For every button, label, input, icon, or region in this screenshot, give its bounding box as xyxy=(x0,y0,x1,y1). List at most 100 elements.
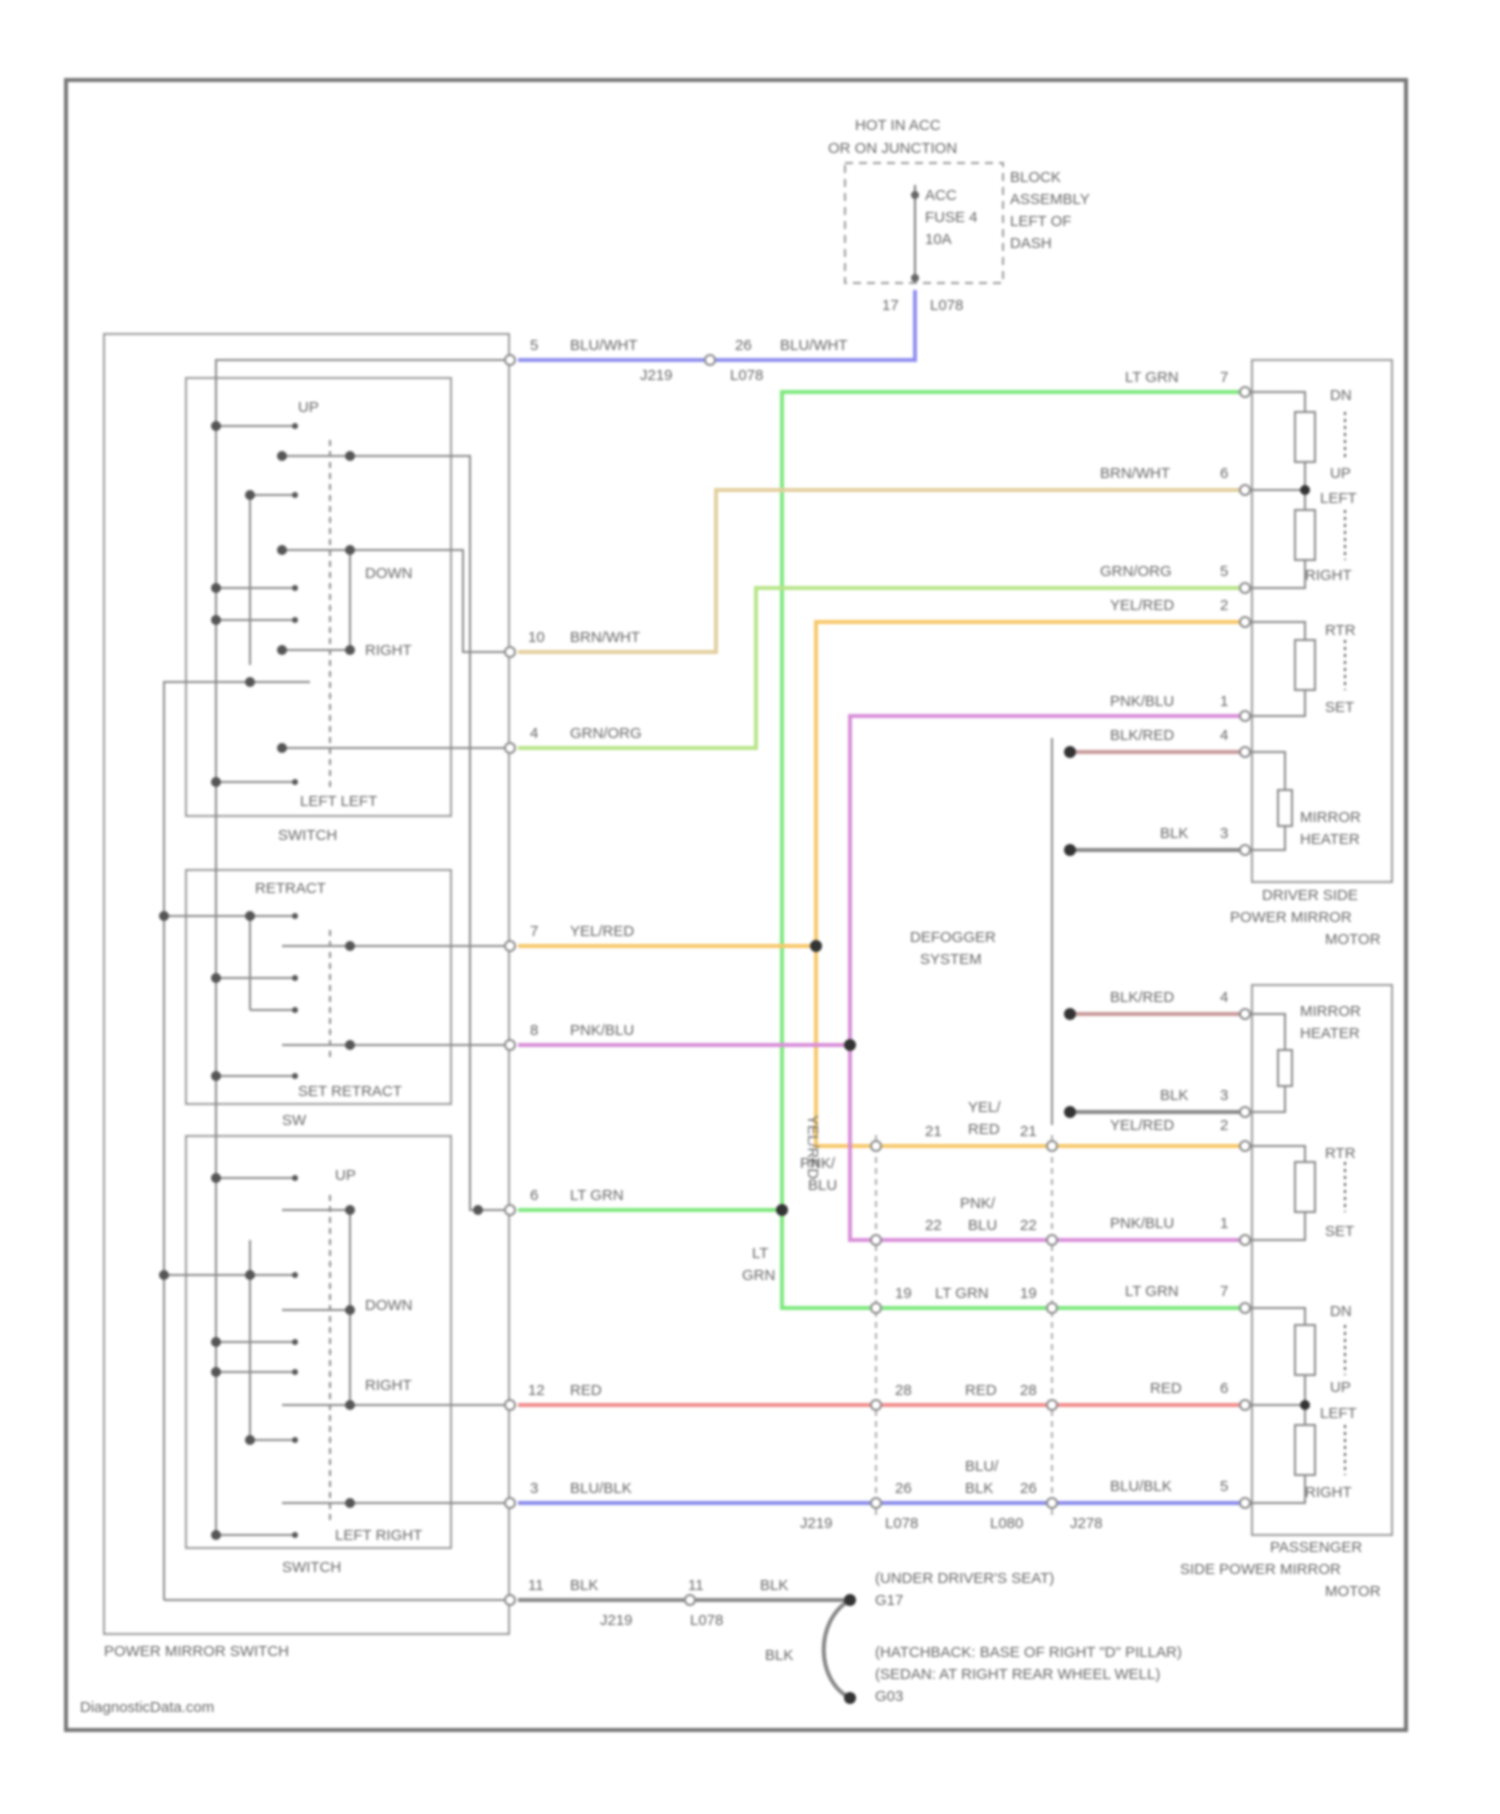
pin-m-yel-r: 21 xyxy=(1020,1123,1037,1140)
wire-label-lt-grn-vert-1: LT xyxy=(752,1245,768,1262)
fuse-label-1: ACC xyxy=(925,187,957,204)
wire-label-blu-blk-r2: BLU/BLK xyxy=(1110,1478,1172,1495)
pin-p-yel: 2 xyxy=(1220,1117,1228,1134)
pass-motor-label-3: MOTOR xyxy=(1325,1583,1381,1600)
driver-heater-label-1: MIRROR xyxy=(1300,809,1361,826)
pin-d-ltg: 7 xyxy=(1220,369,1228,386)
wire-label-pnk-mid-2: BLU xyxy=(968,1217,997,1234)
wire-label-lt-grn-top: LT GRN xyxy=(1125,369,1179,386)
block-label-2: ASSEMBLY xyxy=(1010,191,1090,208)
passenger-side-motor: MIRROR HEATER RTR SET DN UP LEFT RIGHT P… xyxy=(1180,985,1392,1600)
wire-label-pnk-blu-r2: PNK/BLU xyxy=(1110,1215,1174,1232)
wire-label-yel-mid-1: YEL/ xyxy=(968,1099,1001,1116)
block-label-4: DASH xyxy=(1010,235,1052,252)
pin-m-pnk-r: 22 xyxy=(1020,1217,1037,1234)
conn-l078-b: L078 xyxy=(885,1515,918,1532)
pin-d-pnk: 1 xyxy=(1220,693,1228,710)
pass-motor-label-2: SIDE POWER MIRROR xyxy=(1180,1561,1341,1578)
conn-j278: J278 xyxy=(1070,1515,1103,1532)
driver-heater-label-2: HEATER xyxy=(1300,831,1360,848)
wire-label-blk-red: BLK/RED xyxy=(1110,727,1174,744)
wire-label-pnk-blu-vert-1: PNK/ xyxy=(800,1155,836,1172)
defogger-label-1: DEFOGGER xyxy=(910,929,996,946)
driver-motor-label-1: DRIVER SIDE xyxy=(1262,887,1358,904)
defogger-label-2: SYSTEM xyxy=(920,951,982,968)
wire-label-blk-g: BLK xyxy=(760,1577,788,1594)
driver-rtr-label: RTR xyxy=(1325,622,1356,639)
wire-label-pnk-blu-vert-2: BLU xyxy=(808,1177,837,1194)
pin-sw-grn: 4 xyxy=(530,725,538,742)
wire-label-lt-grn-vert-2: GRN xyxy=(742,1267,775,1284)
wire-label-lt-grn-mid: LT GRN xyxy=(935,1285,989,1302)
wire-label-blk-sw: BLK xyxy=(570,1577,598,1594)
diagram-frame xyxy=(66,80,1406,1730)
conn-j219-c: J219 xyxy=(600,1612,633,1629)
retract-label: RETRACT xyxy=(255,880,326,897)
wire-label-lt-grn-sw: LT GRN xyxy=(570,1187,624,1204)
pin-sw-bw: 5 xyxy=(530,337,538,354)
ground-2-id: G03 xyxy=(875,1688,903,1705)
driver-switch-label: SWITCH xyxy=(278,827,337,844)
driver-dn-label: DN xyxy=(1330,387,1352,404)
pin-sw-bb: 3 xyxy=(530,1480,538,1497)
pass-dn-label: DN xyxy=(1330,1303,1352,1320)
pin-d-grn: 5 xyxy=(1220,563,1228,580)
pin-d-brn: 6 xyxy=(1220,465,1228,482)
pin-m-pnk-l: 22 xyxy=(925,1217,942,1234)
pass-motor-label-1: PASSENGER xyxy=(1270,1539,1362,1556)
wire-label-lt-grn-r2: LT GRN xyxy=(1125,1283,1179,1300)
pin-d-br: 4 xyxy=(1220,727,1228,744)
wire-label-red-mid: RED xyxy=(965,1382,997,1399)
ground-1-location: (UNDER DRIVER'S SEAT) xyxy=(875,1570,1054,1587)
left-left-label: LEFT LEFT xyxy=(300,793,377,810)
wire-label-yel-red-r2: YEL/RED xyxy=(1110,1117,1174,1134)
pin-m-red-l: 28 xyxy=(895,1382,912,1399)
pin-p-blk: 3 xyxy=(1220,1087,1228,1104)
wire-label-blk-2: BLK xyxy=(1160,1087,1188,1104)
pass-set-label: SET xyxy=(1325,1223,1354,1240)
wire-label-yel-red-sw: YEL/RED xyxy=(570,923,634,940)
pin-p-bb: 5 xyxy=(1220,1478,1228,1495)
selector-label: SW xyxy=(282,1112,307,1129)
block-label-3: LEFT OF xyxy=(1010,213,1071,230)
wire-label-brn-wht: BRN/WHT xyxy=(1100,465,1170,482)
watermark: DiagnosticData.com xyxy=(80,1699,214,1716)
wire-label-yel-red: YEL/RED xyxy=(1110,597,1174,614)
up-2-label: UP xyxy=(335,1167,356,1184)
hot-label-2: OR ON JUNCTION xyxy=(828,140,957,157)
wire-label-red-r2: RED xyxy=(1150,1380,1182,1397)
conn-l080: L080 xyxy=(990,1515,1023,1532)
ground-1-id: G17 xyxy=(875,1592,903,1609)
driver-set-label: SET xyxy=(1325,699,1354,716)
pin-m-ltg-l: 19 xyxy=(895,1285,912,1302)
pin-m-red-r: 28 xyxy=(1020,1382,1037,1399)
wire-labels: 5 BLU/WHT 26 BLU/WHT J219 L078 LT GRN 7 … xyxy=(528,337,1228,1664)
wire-label-pnk-blu: PNK/BLU xyxy=(1110,693,1174,710)
pin-j-bw: 26 xyxy=(735,337,752,354)
fuse-label-2: FUSE 4 xyxy=(925,209,978,226)
wire-label-brn-wht-sw: BRN/WHT xyxy=(570,629,640,646)
wire-label-blu-wht-2: BLU/WHT xyxy=(780,337,848,354)
driver-motor-label-3: MOTOR xyxy=(1325,931,1381,948)
left-right-label: LEFT RIGHT xyxy=(335,1527,422,1544)
wire-label-blk: BLK xyxy=(1160,825,1188,842)
down-2-label: DOWN xyxy=(365,1297,413,1314)
ground-labels: (UNDER DRIVER'S SEAT) G17 (HATCHBACK: BA… xyxy=(875,1570,1182,1705)
pass-heater-label-1: MIRROR xyxy=(1300,1003,1361,1020)
power-mirror-switch: SWITCH SW SWITCH POWER MIRROR SWITCH UP … xyxy=(104,334,509,1660)
pin-sw-yel: 7 xyxy=(530,923,538,940)
pin-sw-pnk: 8 xyxy=(530,1022,538,1039)
wire-label-pnk-mid-1: PNK/ xyxy=(960,1195,996,1212)
pass-heater-label-2: HEATER xyxy=(1300,1025,1360,1042)
pin-sw-ltg: 6 xyxy=(530,1187,538,1204)
conn-l078-c: L078 xyxy=(690,1612,723,1629)
right-2-label: RIGHT xyxy=(365,1377,412,1394)
pin-d-blk: 3 xyxy=(1220,825,1228,842)
wire-blk-red xyxy=(1070,752,1243,1014)
wire-label-blu-mid-1: BLU/ xyxy=(965,1458,999,1475)
wire-label-blu-mid-2: BLK xyxy=(965,1480,993,1497)
conn-j219-a: J219 xyxy=(640,367,673,384)
wire-label-blu-wht: BLU/WHT xyxy=(570,337,638,354)
pin-m-yel-l: 21 xyxy=(925,1123,942,1140)
wire-label-red-sw: RED xyxy=(570,1382,602,1399)
